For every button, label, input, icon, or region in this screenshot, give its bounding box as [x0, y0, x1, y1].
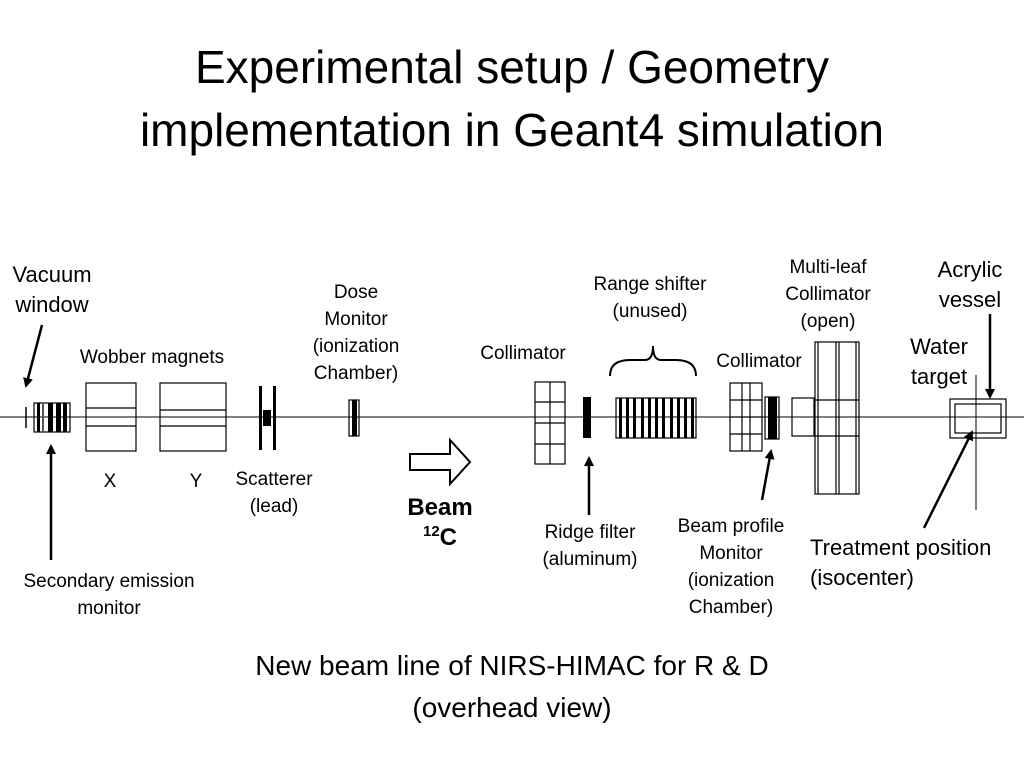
beam-direction-arrow — [409, 437, 472, 487]
collimator-2-label: Collimator — [716, 351, 802, 372]
secondary-emission-monitor-element — [33, 402, 71, 433]
secondary-emission-monitor-label-line: monitor — [77, 598, 141, 619]
multi-leaf-collimator-label-line: Collimator — [785, 284, 871, 305]
acrylic-vessel-label: Acrylic vessel — [918, 255, 1022, 315]
wobber-magnet-x — [85, 382, 137, 452]
secondary-emission-monitor-label-line: Secondary emission — [23, 571, 195, 592]
multi-leaf-collimator-label-line: (open) — [800, 311, 856, 332]
collimator-2-element — [729, 382, 763, 452]
water-target-label: Water target — [894, 332, 984, 392]
treatment-position-label: Treatment position (isocenter) — [810, 533, 1024, 593]
ridge-filter-element — [583, 397, 591, 438]
treatment-position-label-line: Treatment position — [810, 535, 992, 560]
caption-line-2: (overhead view) — [412, 692, 612, 723]
multi-leaf-collimator-element — [791, 341, 860, 495]
scatterer-label-line: Scatterer — [235, 469, 313, 490]
ridge-filter-label: Ridge filter (aluminum) — [520, 519, 660, 573]
vacuum-window-label-line: window — [15, 292, 89, 317]
wobber-magnet-y — [159, 382, 227, 452]
caption-line-1: New beam line of NIRS-HIMAC for R & D — [255, 650, 769, 681]
dose-monitor-label-line: Chamber) — [313, 363, 399, 384]
range-shifter-element — [615, 397, 697, 439]
beam-profile-monitor-label-line: Chamber) — [688, 597, 774, 618]
dose-monitor-label-line: Dose — [333, 282, 379, 303]
range-shifter-label-line: (unused) — [612, 301, 688, 322]
wobber-magnets-label: Wobber magnets — [79, 347, 225, 368]
vacuum-window-label: Vacuum window — [0, 260, 104, 320]
beam-mass-number: 12 — [422, 523, 440, 540]
range-shifter-label: Range shifter (unused) — [574, 271, 726, 325]
water-target-label-line: Water — [910, 334, 968, 359]
ridge-filter-label-line: (aluminum) — [542, 549, 638, 570]
vacuum-window-label-line: Vacuum — [12, 262, 92, 287]
magnet-y-label: Y — [189, 471, 203, 492]
dose-monitor-element — [348, 399, 360, 437]
beam-profile-monitor-label-line: (ionization — [687, 570, 775, 591]
range-shifter-label-line: Range shifter — [593, 274, 707, 295]
beam-particle: 12C — [395, 523, 485, 553]
vacuum-window-arrow — [23, 324, 44, 388]
scatterer-label-line: (lead) — [249, 496, 299, 517]
treatment-position-label-line: (isocenter) — [810, 565, 914, 590]
beam-profile-monitor-label: Beam profile Monitor (ionization Chamber… — [658, 513, 804, 621]
beam-element: C — [439, 524, 458, 551]
scatterer-element — [259, 386, 276, 450]
scatterer-label: Scatterer (lead) — [216, 466, 332, 520]
ridge-filter-label-line: Ridge filter — [544, 522, 636, 543]
dose-monitor-label-line: Monitor — [324, 309, 388, 330]
range-shifter-brace — [609, 345, 697, 377]
secondary-emission-monitor-label: Secondary emission monitor — [0, 568, 218, 622]
beam-profile-monitor-label-line: Monitor — [699, 543, 763, 564]
multi-leaf-collimator-label: Multi-leaf Collimator (open) — [768, 254, 888, 335]
treatment-position-arrow — [922, 430, 974, 529]
beam-profile-monitor-label-line: Beam profile — [677, 516, 785, 537]
acrylic-vessel-label-line: Acrylic — [937, 257, 1003, 282]
magnet-x-label: X — [103, 471, 117, 492]
collimator-1-label: Collimator — [480, 343, 566, 364]
multi-leaf-collimator-label-line: Multi-leaf — [789, 257, 867, 278]
acrylic-vessel-element — [949, 398, 1007, 439]
beam-profile-monitor-element — [764, 396, 780, 440]
beam-word: Beam — [407, 494, 473, 521]
collimator-1-element — [534, 381, 566, 465]
dose-monitor-label: Dose Monitor (ionization Chamber) — [296, 279, 416, 387]
acrylic-vessel-label-line: vessel — [938, 287, 1002, 312]
beam-profile-monitor-arrow — [760, 449, 775, 501]
page-title-line-2: implementation in Geant4 simulation — [139, 104, 885, 156]
page-title-line-1: Experimental setup / Geometry — [194, 41, 830, 93]
dose-monitor-label-line: (ionization — [312, 336, 400, 357]
beam-label: Beam 12C — [395, 493, 485, 553]
water-target-label-line: target — [910, 364, 968, 389]
